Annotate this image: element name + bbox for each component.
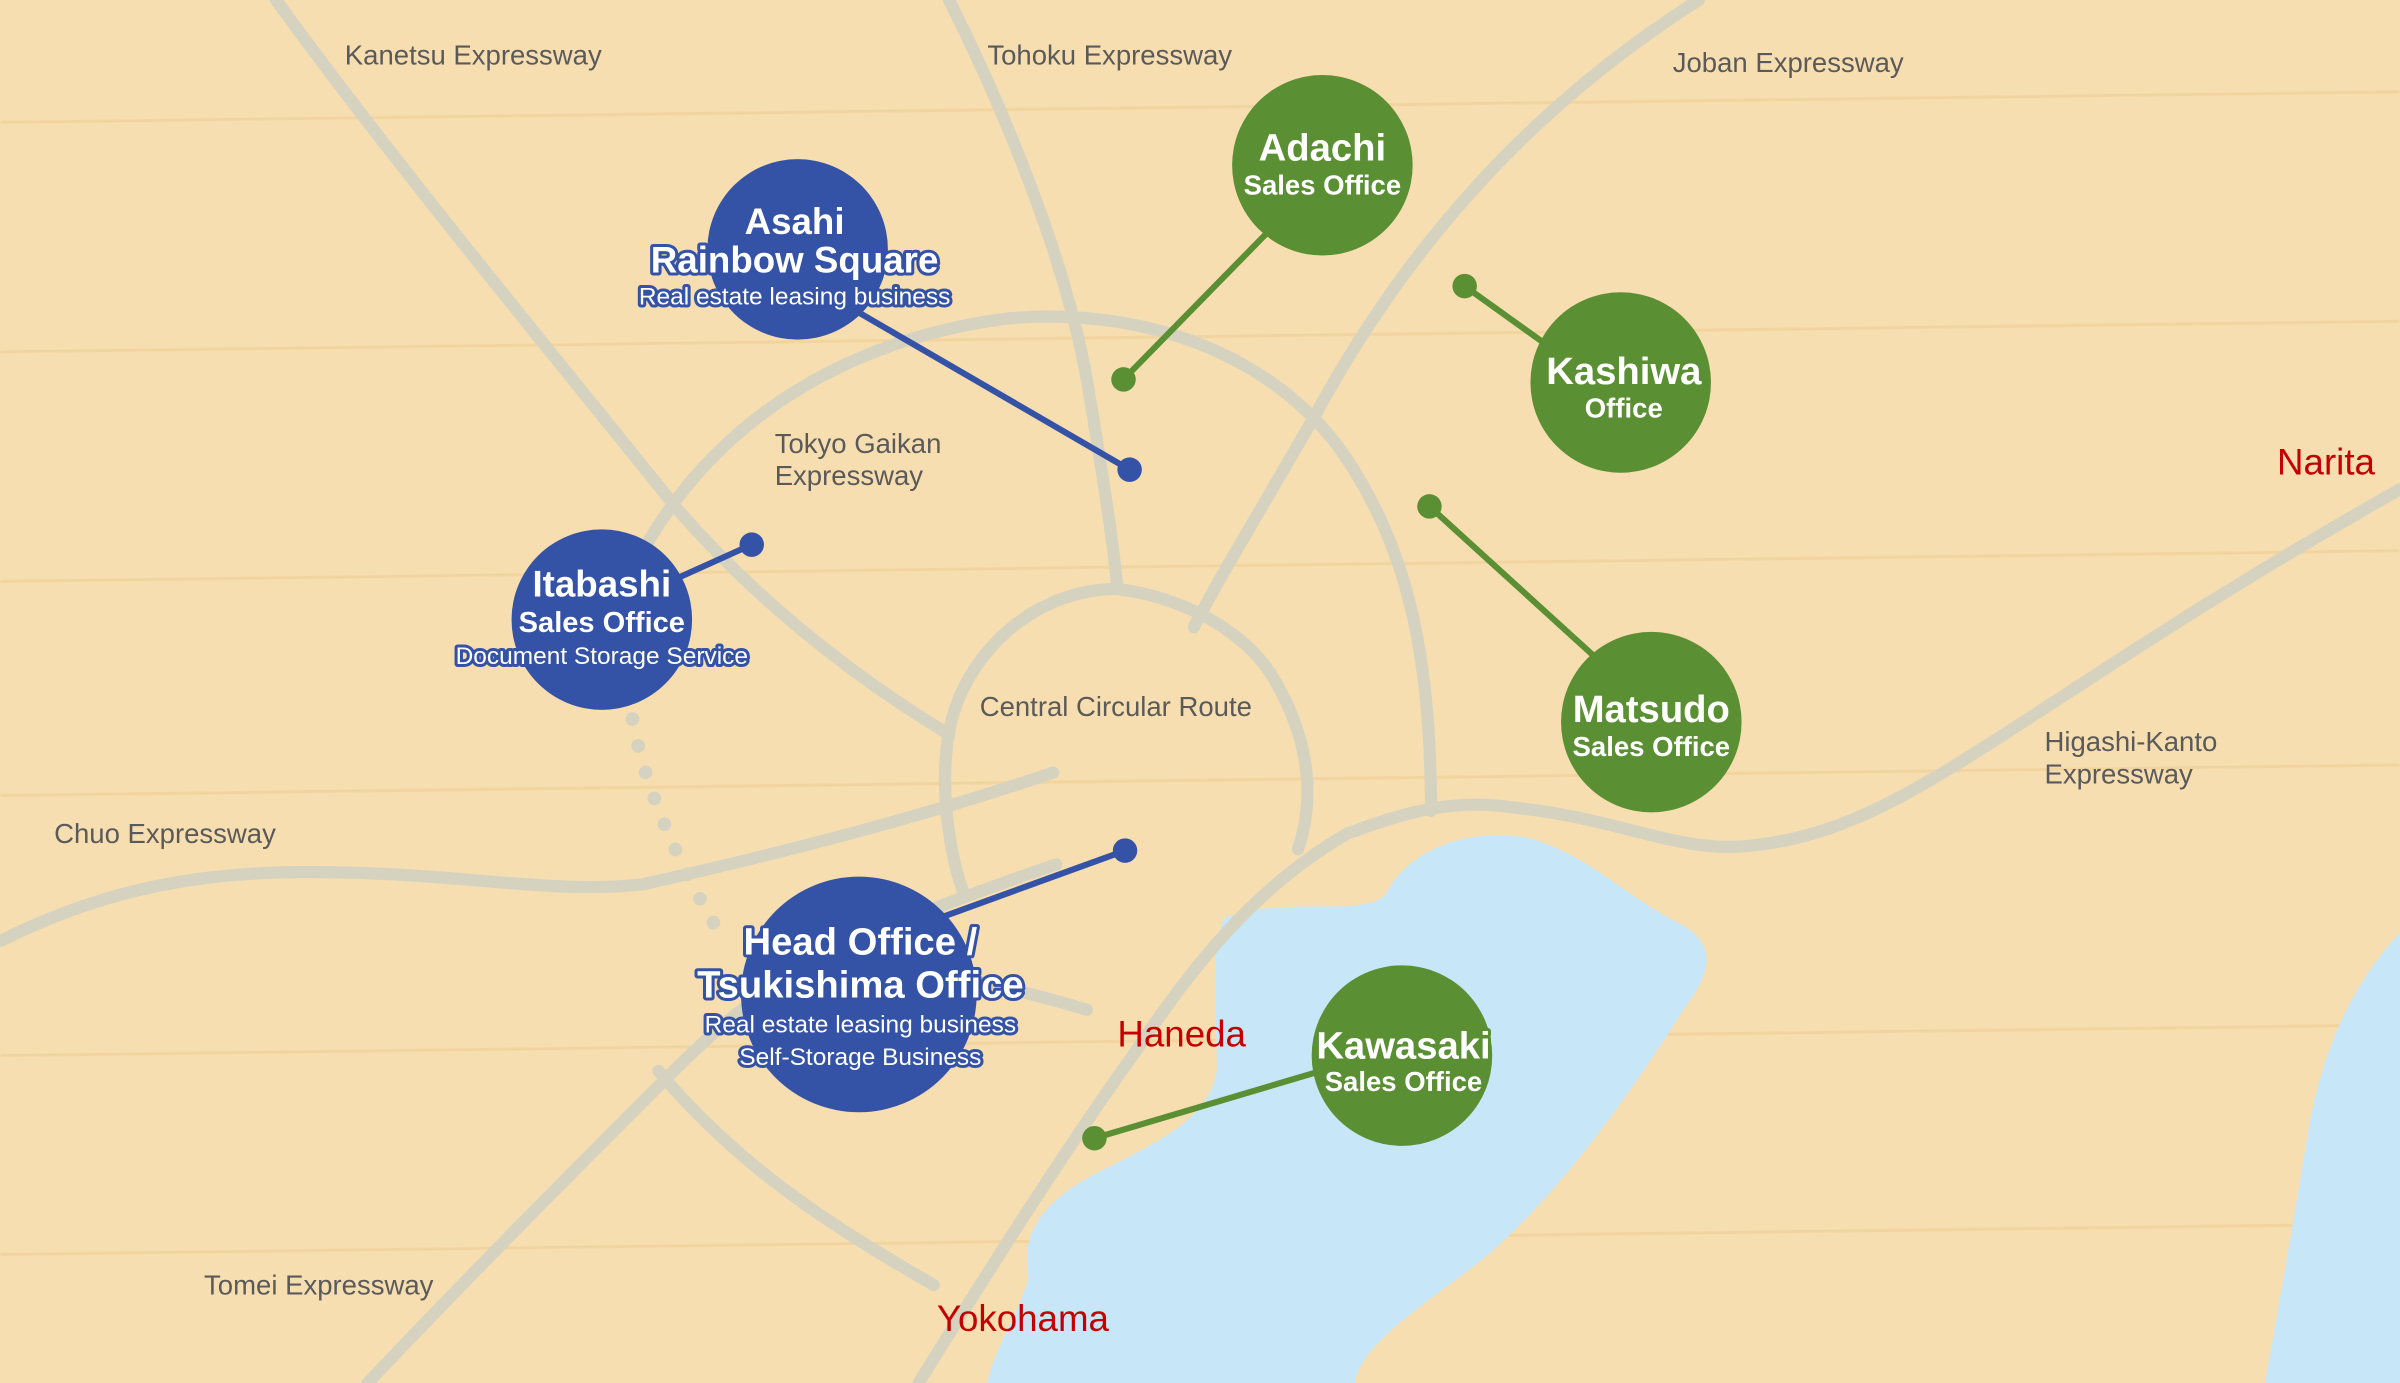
svg-text:Sales Office: Sales Office bbox=[1573, 731, 1731, 762]
city-yokohama: Yokohama bbox=[937, 1298, 1110, 1339]
office-adachi[interactable]: Adachi Sales Office bbox=[1232, 74, 1413, 256]
road-gaikan bbox=[637, 310, 1438, 817]
label-chuo: Chuo Expressway bbox=[54, 818, 276, 849]
office-kawasaki[interactable]: Kawasaki Sales Office bbox=[1311, 965, 1494, 1146]
office-asahi[interactable]: Asahi Rainbow Square Real estate leasing… bbox=[636, 159, 953, 340]
svg-text:Adachi: Adachi bbox=[1259, 127, 1386, 170]
svg-text:Rainbow Square: Rainbow Square bbox=[651, 239, 939, 280]
label-higashi-1: Higashi-Kanto bbox=[2044, 726, 2217, 757]
leaders bbox=[625, 226, 1603, 1142]
svg-text:Real estate leasing business: Real estate leasing business bbox=[705, 1012, 1016, 1039]
svg-text:Sales Office: Sales Office bbox=[519, 607, 685, 639]
label-higashi-2: Expressway bbox=[2044, 758, 2193, 789]
svg-text:Kashiwa: Kashiwa bbox=[1546, 350, 1702, 393]
svg-text:Head Office /: Head Office / bbox=[744, 921, 978, 964]
svg-text:Sales Office: Sales Office bbox=[1244, 169, 1402, 200]
label-kanetsu: Kanetsu Expressway bbox=[345, 39, 602, 70]
label-joban: Joban Expressway bbox=[1673, 47, 1904, 78]
svg-text:Office: Office bbox=[1585, 393, 1663, 424]
label-gaikan-2: Expressway bbox=[775, 460, 924, 491]
svg-text:Tsukishima Office: Tsukishima Office bbox=[697, 963, 1024, 1006]
office-matsudo[interactable]: Matsudo Sales Office bbox=[1561, 631, 1742, 813]
label-tohoku: Tohoku Expressway bbox=[987, 39, 1232, 70]
svg-text:Kawasaki: Kawasaki bbox=[1316, 1025, 1490, 1068]
label-gaikan-1: Tokyo Gaikan bbox=[775, 428, 942, 459]
label-tomei: Tomei Expressway bbox=[204, 1269, 434, 1300]
road-tohoku bbox=[942, 0, 1124, 596]
svg-text:Sales Office: Sales Office bbox=[1325, 1066, 1483, 1097]
road-higashi-kanto bbox=[912, 483, 2400, 1383]
svg-text:Itabashi: Itabashi bbox=[532, 564, 671, 605]
svg-text:Self-Storage Business: Self-Storage Business bbox=[739, 1044, 981, 1071]
svg-text:Document Storage Service: Document Storage Service bbox=[456, 643, 748, 670]
road-joban bbox=[1187, 0, 1705, 634]
svg-text:Matsudo: Matsudo bbox=[1573, 688, 1730, 731]
city-narita: Narita bbox=[2277, 441, 2375, 482]
road-tomei bbox=[361, 858, 1063, 1383]
road-labels: Kanetsu Expressway Tohoku Expressway Job… bbox=[54, 39, 2375, 1339]
svg-text:Asahi: Asahi bbox=[745, 201, 845, 242]
leader-dots bbox=[739, 273, 1477, 1151]
road-wangan-link bbox=[652, 1064, 940, 1292]
road-chuo bbox=[0, 766, 1060, 947]
office-head[interactable]: Head Office / Tsukishima Office Real est… bbox=[694, 876, 1027, 1113]
label-central: Central Circular Route bbox=[980, 691, 1252, 722]
road-central-circular bbox=[939, 582, 1314, 902]
city-haneda: Haneda bbox=[1117, 1013, 1246, 1054]
office-itabashi[interactable]: Itabashi Sales Office Document Storage S… bbox=[453, 529, 751, 710]
office-kashiwa[interactable]: Kashiwa Office bbox=[1530, 292, 1711, 473]
svg-text:Real estate leasing business: Real estate leasing business bbox=[639, 283, 950, 310]
road-kanetsu bbox=[269, 0, 956, 741]
